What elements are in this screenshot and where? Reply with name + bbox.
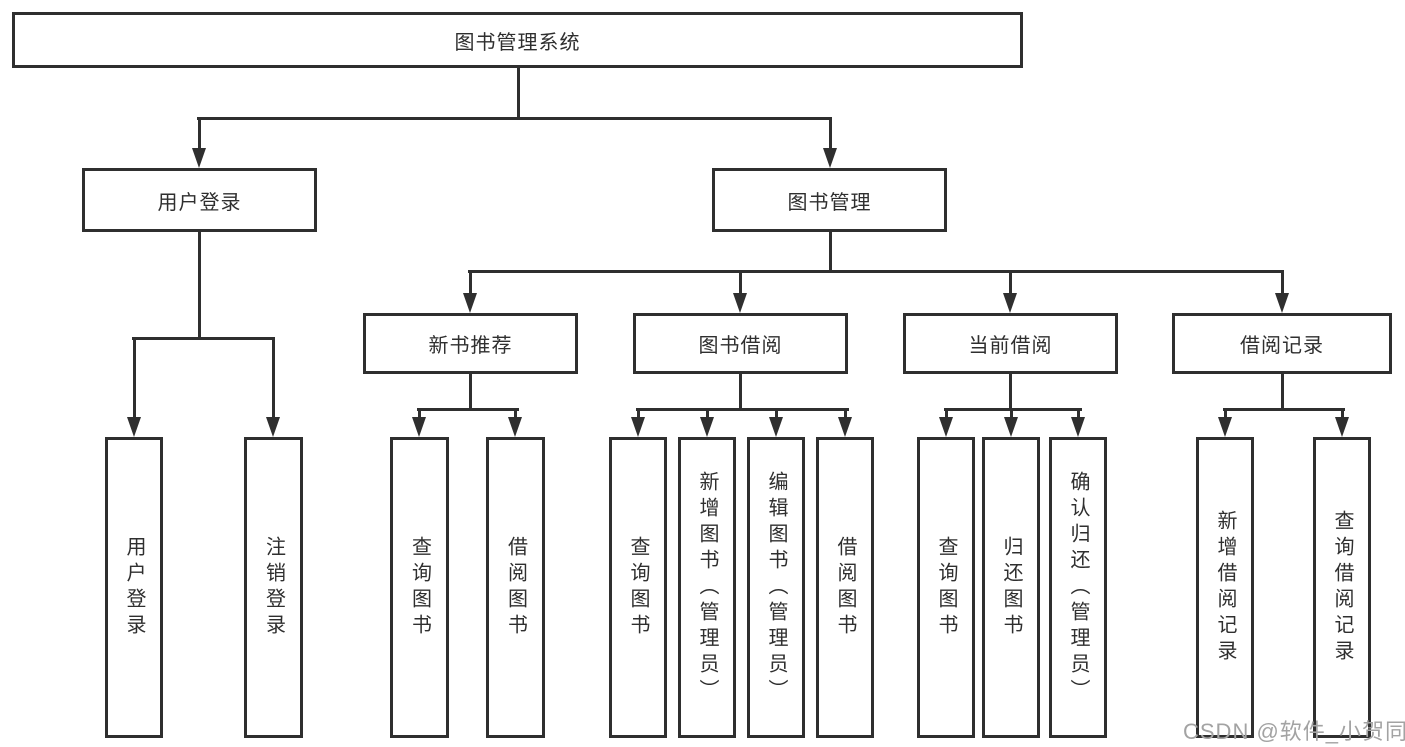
leaf-query-books-current-label: 查询图书 xyxy=(935,535,957,640)
arrow-down-icon xyxy=(823,148,837,168)
arrow-down-icon xyxy=(769,417,783,437)
leaf-add-books-admin-label: 新增图书（管理员） xyxy=(696,470,718,705)
leaf-query-books-recommend: 查询图书 xyxy=(390,437,449,738)
node-user-login-label: 用户登录 xyxy=(157,191,242,214)
connector-line xyxy=(469,372,472,410)
connector-line xyxy=(637,408,640,420)
node-current-borrowing: 当前借阅 xyxy=(903,313,1118,374)
connector-line xyxy=(829,117,832,148)
connector-line xyxy=(1281,372,1284,410)
connector-line xyxy=(514,408,517,420)
leaf-edit-books-admin-label: 编辑图书（管理员） xyxy=(765,470,787,705)
leaf-logout-label: 注销登录 xyxy=(262,535,285,640)
node-book-borrowing: 图书借阅 xyxy=(633,313,848,374)
leaf-user-login-label: 用户登录 xyxy=(123,535,145,640)
connector-line xyxy=(739,270,742,295)
connector-line xyxy=(1341,408,1344,420)
node-book-borrowing-label: 图书借阅 xyxy=(698,335,783,357)
arrow-down-icon xyxy=(412,417,426,437)
connector-line xyxy=(198,230,201,339)
connector-line xyxy=(198,117,201,148)
connector-line xyxy=(1223,408,1345,411)
node-library-system-label: 图书管理系统 xyxy=(454,31,581,54)
connector-line xyxy=(706,408,709,420)
arrow-down-icon xyxy=(1003,293,1017,313)
leaf-add-books-admin: 新增图书（管理员） xyxy=(678,437,736,738)
leaf-query-books-borrowing-label: 查询图书 xyxy=(627,535,649,640)
leaf-confirm-return-admin: 确认归还（管理员） xyxy=(1049,437,1107,738)
node-user-login: 用户登录 xyxy=(82,168,317,232)
leaf-query-borrow-record: 查询借阅记录 xyxy=(1313,437,1371,738)
leaf-query-borrow-record-label: 查询借阅记录 xyxy=(1331,509,1353,666)
arrow-down-icon xyxy=(463,293,477,313)
node-book-management: 图书管理 xyxy=(712,168,947,232)
arrow-down-icon xyxy=(733,293,747,313)
arrow-down-icon xyxy=(266,417,280,437)
leaf-user-login: 用户登录 xyxy=(105,437,163,738)
leaf-edit-books-admin: 编辑图书（管理员） xyxy=(747,437,805,738)
arrow-down-icon xyxy=(127,417,141,437)
node-borrow-records-label: 借阅记录 xyxy=(1240,335,1324,357)
leaf-return-books-label: 归还图书 xyxy=(1000,535,1022,640)
leaf-return-books: 归还图书 xyxy=(982,437,1040,738)
csdn-watermark: CSDN @软件_小贺同学 xyxy=(1183,719,1405,744)
node-borrow-records: 借阅记录 xyxy=(1172,313,1392,374)
arrow-down-icon xyxy=(700,417,714,437)
connector-line xyxy=(1281,270,1284,295)
arrow-down-icon xyxy=(1071,417,1085,437)
connector-line xyxy=(132,337,275,340)
node-current-borrowing-label: 当前借阅 xyxy=(968,335,1053,357)
connector-line xyxy=(517,66,520,120)
connector-line xyxy=(272,337,275,417)
leaf-logout: 注销登录 xyxy=(244,437,303,738)
node-new-book-recommend: 新书推荐 xyxy=(363,313,578,374)
connector-line xyxy=(1009,372,1012,410)
arrow-down-icon xyxy=(939,417,953,437)
leaf-query-books-borrowing: 查询图书 xyxy=(609,437,667,738)
arrow-down-icon xyxy=(508,417,522,437)
connector-line xyxy=(1224,408,1227,420)
node-library-system: 图书管理系统 xyxy=(12,12,1023,68)
connector-line xyxy=(417,408,519,411)
connector-line xyxy=(775,408,778,420)
connector-line xyxy=(945,408,948,420)
arrow-down-icon xyxy=(1218,417,1232,437)
connector-line xyxy=(1009,270,1012,295)
leaf-borrow-books-recommend: 借阅图书 xyxy=(486,437,545,738)
connector-line xyxy=(468,270,1284,273)
arrow-down-icon xyxy=(1275,293,1289,313)
connector-line xyxy=(197,117,832,120)
leaf-query-books-recommend-label: 查询图书 xyxy=(408,535,431,640)
node-new-book-recommend-label: 新书推荐 xyxy=(428,335,513,357)
leaf-add-borrow-record: 新增借阅记录 xyxy=(1196,437,1254,738)
connector-line xyxy=(418,408,421,420)
leaf-confirm-return-admin-label: 确认归还（管理员） xyxy=(1067,470,1089,705)
leaf-borrow-books-recommend-label: 借阅图书 xyxy=(504,535,527,640)
connector-line xyxy=(1077,408,1080,420)
arrow-down-icon xyxy=(1004,417,1018,437)
connector-line xyxy=(1010,408,1013,420)
arrow-down-icon xyxy=(192,148,206,168)
leaf-query-books-current: 查询图书 xyxy=(917,437,975,738)
leaf-borrow-books: 借阅图书 xyxy=(816,437,874,738)
leaf-borrow-books-label: 借阅图书 xyxy=(834,535,856,640)
node-book-management-label: 图书管理 xyxy=(787,191,872,214)
connector-line xyxy=(469,270,472,295)
connector-line xyxy=(944,408,1082,411)
connector-line xyxy=(844,408,847,420)
connector-line xyxy=(636,408,849,411)
arrow-down-icon xyxy=(1335,417,1349,437)
arrow-down-icon xyxy=(838,417,852,437)
connector-line xyxy=(133,337,136,417)
leaf-add-borrow-record-label: 新增借阅记录 xyxy=(1214,509,1236,666)
arrow-down-icon xyxy=(631,417,645,437)
connector-line xyxy=(829,230,832,272)
connector-line xyxy=(739,372,742,410)
